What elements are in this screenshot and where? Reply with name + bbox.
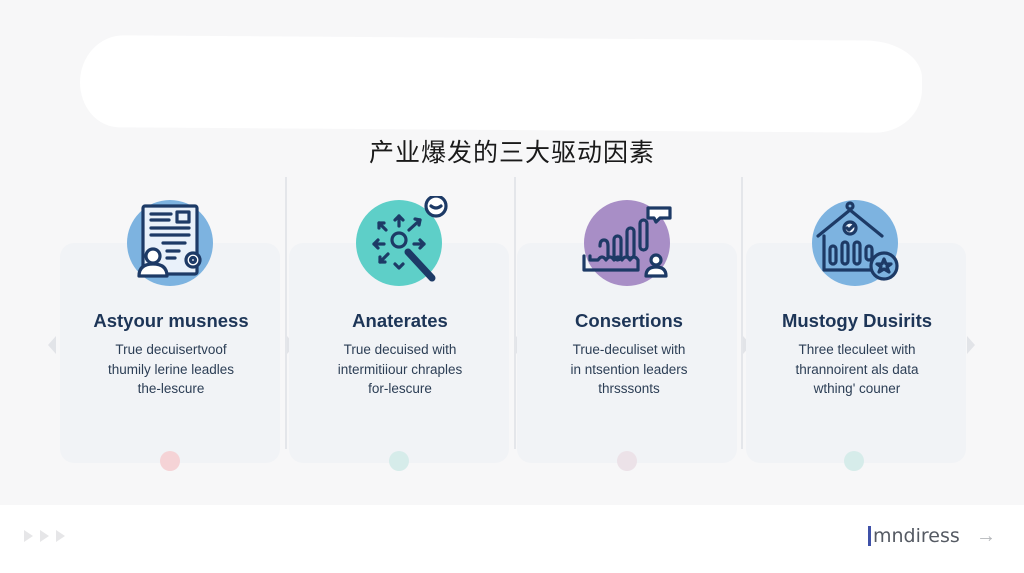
next-arrow-side-icon[interactable] — [967, 336, 975, 354]
arrow-right-icon[interactable]: → — [976, 525, 996, 547]
brand-logo: mndiress — [868, 525, 960, 547]
indicator-dot — [617, 451, 637, 471]
indicator-dot — [160, 451, 180, 471]
card-description: Three tleculeet with thrannoirent als da… — [795, 342, 919, 396]
column-divider — [741, 177, 743, 449]
indicator-dot — [389, 451, 409, 471]
prev-arrow-icon[interactable] — [48, 336, 56, 354]
slide: 产业爆发的三大驱动因素 Astyour musness True decuise… — [48, 35, 975, 471]
slide-title: 产业爆发的三大驱动因素 — [368, 138, 655, 167]
card-description: True decuised with intermitiiour chraple… — [337, 342, 463, 396]
card-title: Anaterates — [352, 310, 448, 331]
indicator-dot — [844, 451, 864, 471]
brand-accent-bar — [868, 526, 871, 546]
redacted-header-blob — [79, 35, 923, 133]
document-user-gear-icon — [123, 196, 219, 292]
bar-chart-user-icon — [580, 196, 676, 292]
footer-bar — [0, 505, 1024, 573]
card-title: Astyour musness — [93, 310, 249, 331]
card-title: Consertions — [575, 310, 683, 331]
magic-wand-arrows-icon — [352, 196, 448, 292]
bank-star-icon — [808, 196, 904, 292]
column-divider — [514, 177, 516, 449]
brand-name: mndiress — [873, 525, 960, 547]
card-title: Mustogy Dusirits — [781, 310, 933, 331]
card-description: True decuisertvoof thumily lerine leadle… — [107, 342, 235, 396]
chevron-triple-icon[interactable] — [24, 530, 65, 542]
column-divider — [285, 177, 287, 449]
card-description: True-deculiset with in ntsention leaders… — [570, 342, 688, 396]
